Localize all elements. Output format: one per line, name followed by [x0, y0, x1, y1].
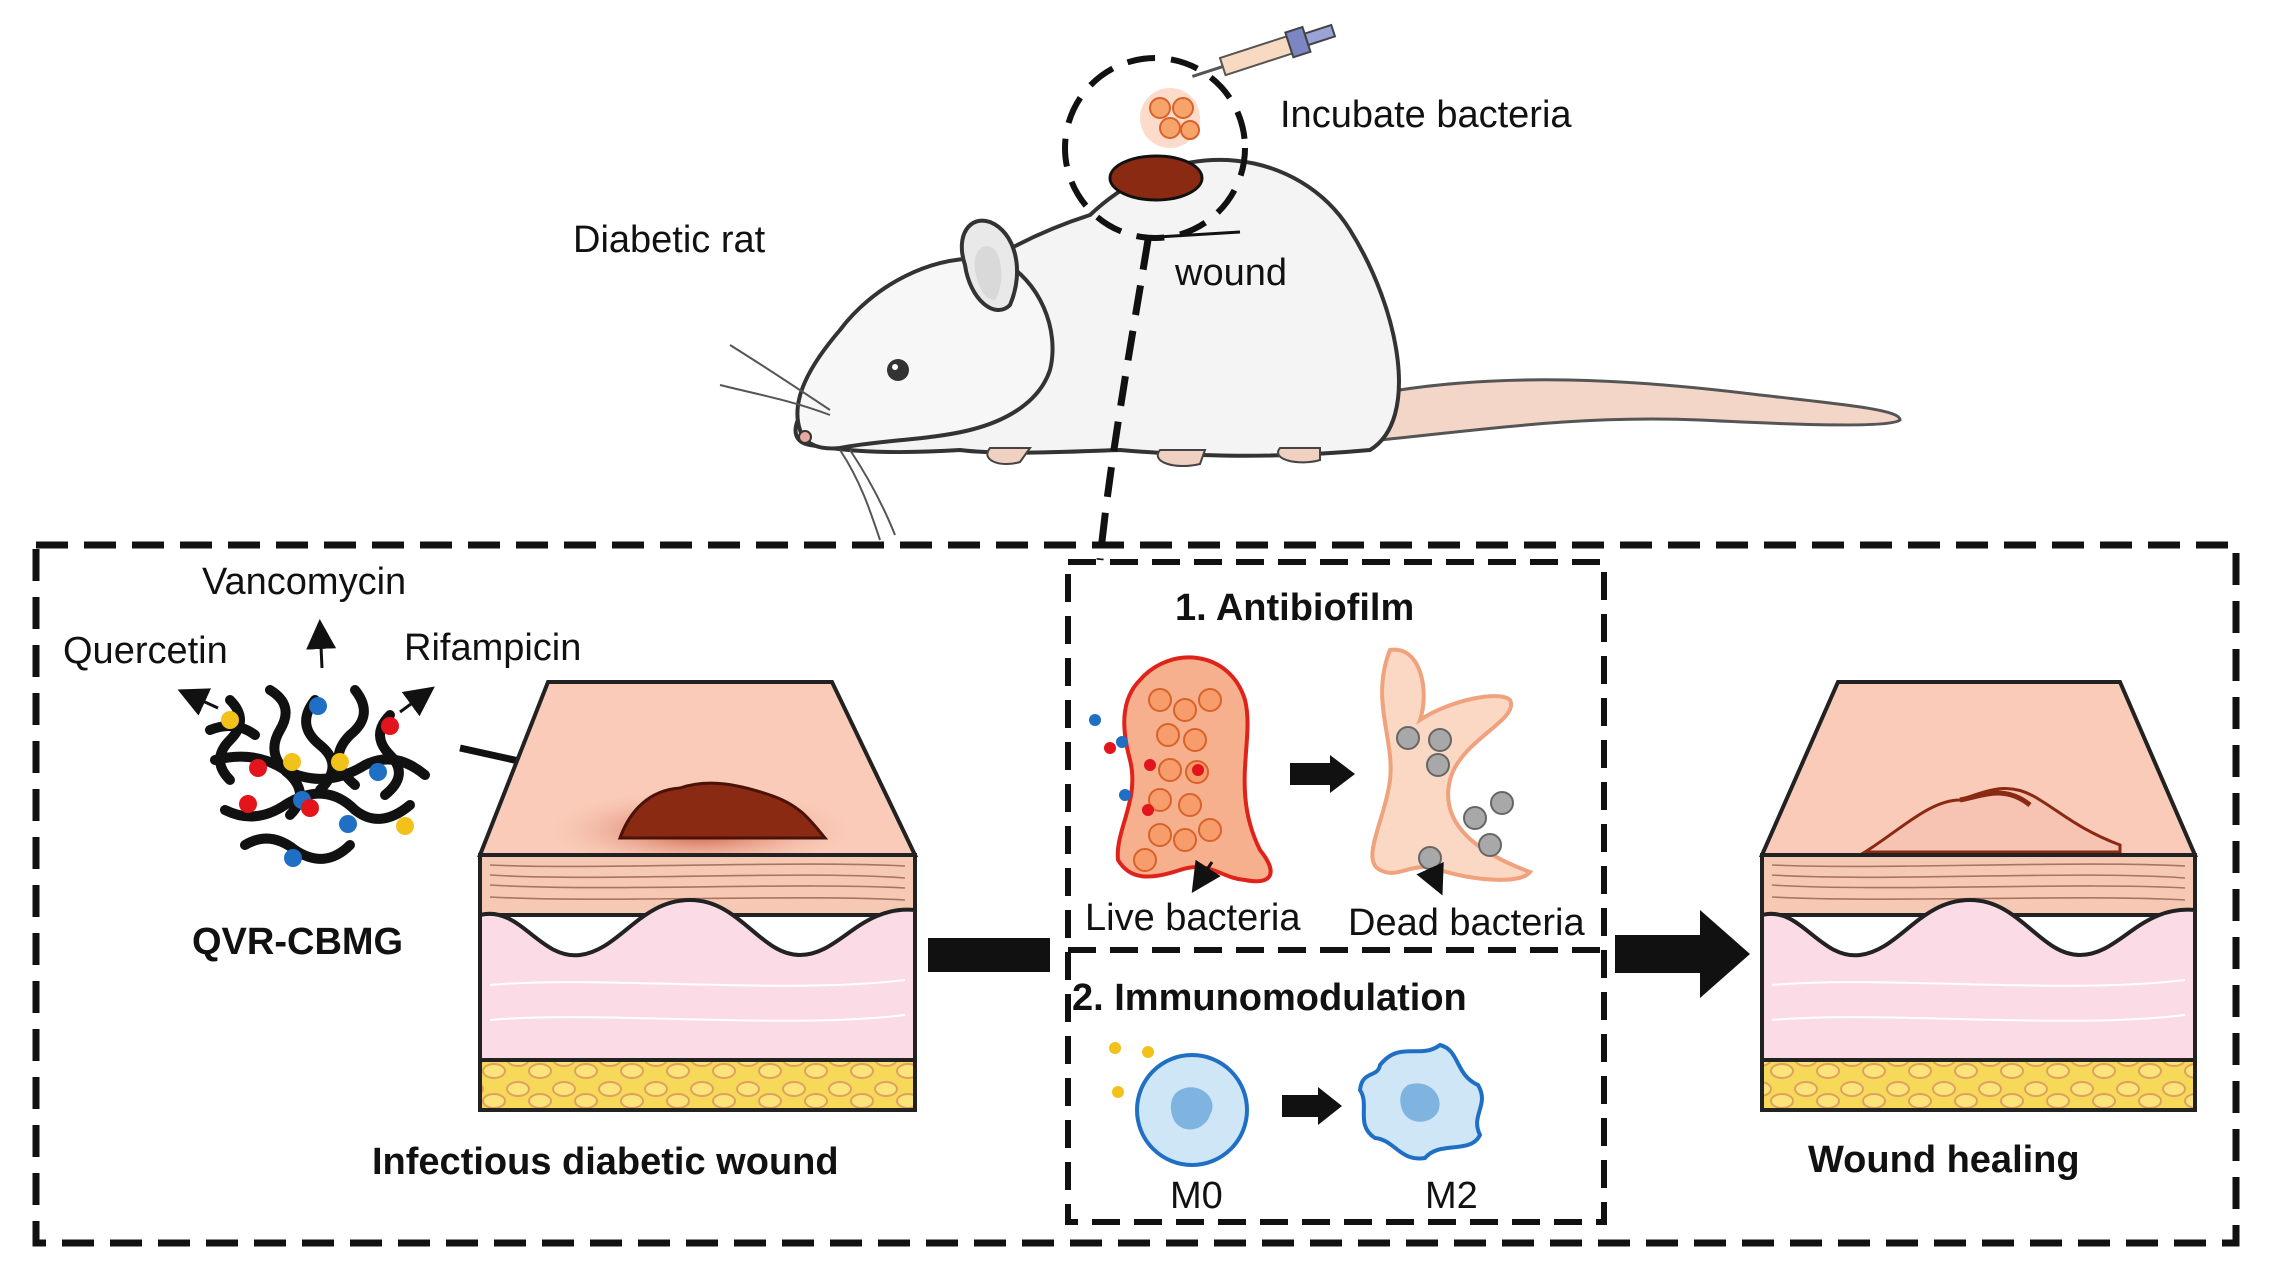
- rat-icon: [719, 158, 1902, 541]
- label-live-bacteria: Live bacteria: [1085, 897, 1301, 939]
- macrophage-m2-icon: [1357, 1042, 1484, 1161]
- label-infectious-wound: Infectious diabetic wound: [372, 1141, 839, 1183]
- skin-healed-icon: [1758, 680, 2199, 1112]
- label-rifampicin: Rifampicin: [404, 627, 581, 669]
- arrow-macrophage: [1282, 1095, 1318, 1117]
- syringe-icon: [1191, 23, 1337, 78]
- hydrogel-network-icon: [205, 685, 430, 867]
- mechanism-dashed-frame: [1065, 559, 1607, 1225]
- bacteria-cluster-icon: [1140, 88, 1200, 148]
- zoom-connector: [1096, 239, 1152, 561]
- arrow-to-healing: [1615, 935, 1705, 973]
- label-qvr-cbmg: QVR-CBMG: [192, 921, 403, 963]
- label-wound: wound: [1174, 252, 1287, 294]
- label-immunomodulation: 2. Immunomodulation: [1072, 977, 1467, 1019]
- arrow-biofilm: [1290, 763, 1330, 785]
- label-antibiofilm: 1. Antibiofilm: [1175, 587, 1414, 629]
- rat-wound-spot: [1108, 154, 1204, 202]
- label-incubate: Incubate bacteria: [1280, 94, 1572, 136]
- label-m2: M2: [1425, 1175, 1478, 1217]
- biofilm-dead-icon: [1370, 647, 1534, 882]
- outer-dashed-frame: [32, 541, 2240, 1247]
- macrophage-m0-icon: [1109, 1042, 1249, 1167]
- label-wound-healing: Wound healing: [1808, 1139, 2080, 1181]
- label-diabetic-rat: Diabetic rat: [573, 219, 766, 261]
- label-vancomycin: Vancomycin: [202, 561, 406, 603]
- label-m0: M0: [1170, 1175, 1223, 1217]
- skin-wound-icon: [477, 680, 919, 1112]
- label-dead-bacteria: Dead bacteria: [1348, 902, 1585, 944]
- label-quercetin: Quercetin: [63, 630, 228, 672]
- biofilm-live-icon: [1089, 655, 1273, 884]
- arrow-to-mechanism: [928, 938, 1050, 972]
